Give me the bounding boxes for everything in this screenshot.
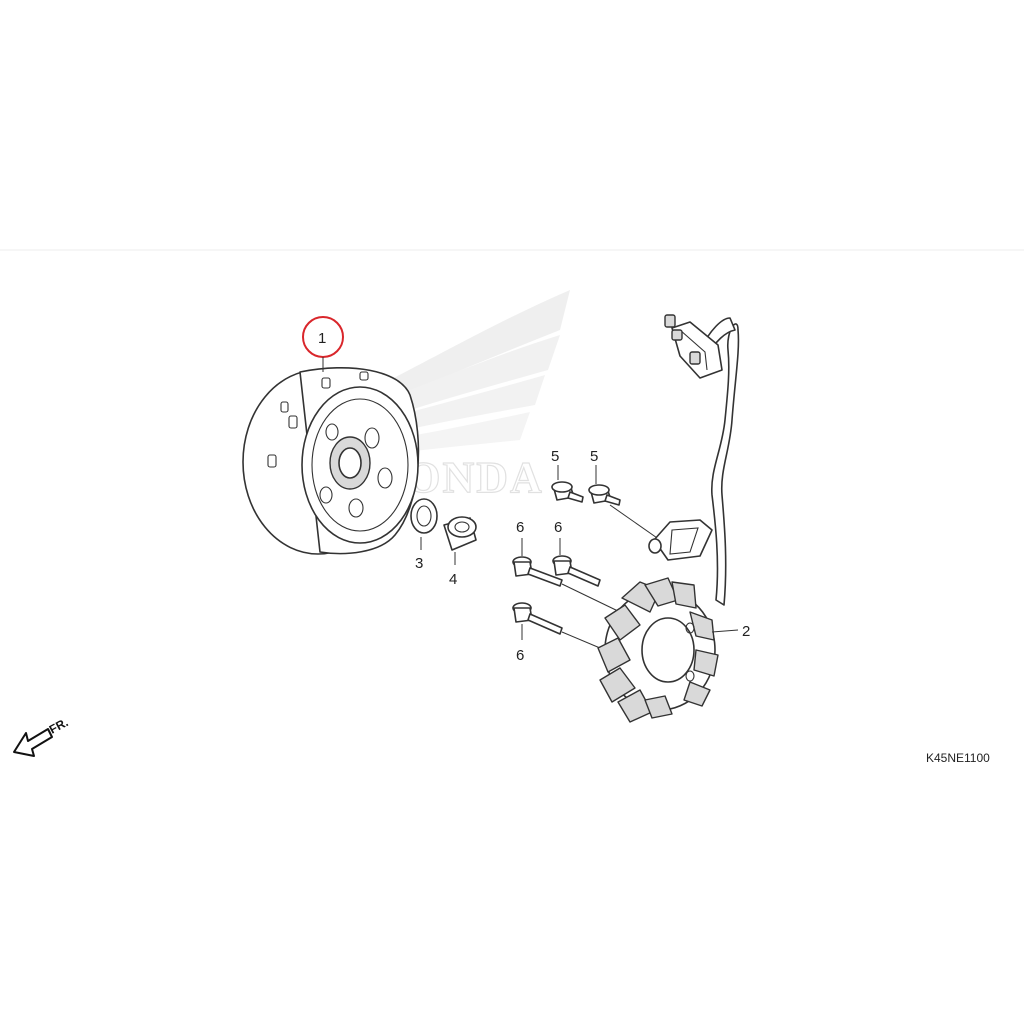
callout-label-1: 1 [318,330,326,347]
callout-label-4[interactable]: 4 [449,571,457,588]
callout-label-6-mid-left[interactable]: 6 [516,519,524,536]
bolt-6-bottom [512,602,601,649]
callout-label-6-bottom[interactable]: 6 [516,647,524,664]
callout-label-5-left[interactable]: 5 [551,448,559,465]
bolt-6-mid-right [552,538,601,587]
stator-coil [597,314,740,723]
washer [410,498,438,550]
harness-connector [664,314,723,379]
callout-label-2[interactable]: 2 [742,623,750,640]
pulse-generator [648,519,713,561]
bolt-5-right [588,465,661,541]
bolt-5-left [551,465,584,503]
flange-nut [443,516,477,565]
bolt-6-mid-left [512,538,621,613]
callout-label-3[interactable]: 3 [415,555,423,572]
flywheel-rotor [242,367,420,555]
callout-flywheel[interactable]: 1 [302,316,344,372]
diagram-code: K45NE1100 [926,751,990,765]
callout-label-6-mid-right[interactable]: 6 [554,519,562,536]
front-arrow-icon [13,728,53,757]
front-direction-indicator: FR. [13,715,70,757]
callout-label-5-right[interactable]: 5 [590,448,598,465]
